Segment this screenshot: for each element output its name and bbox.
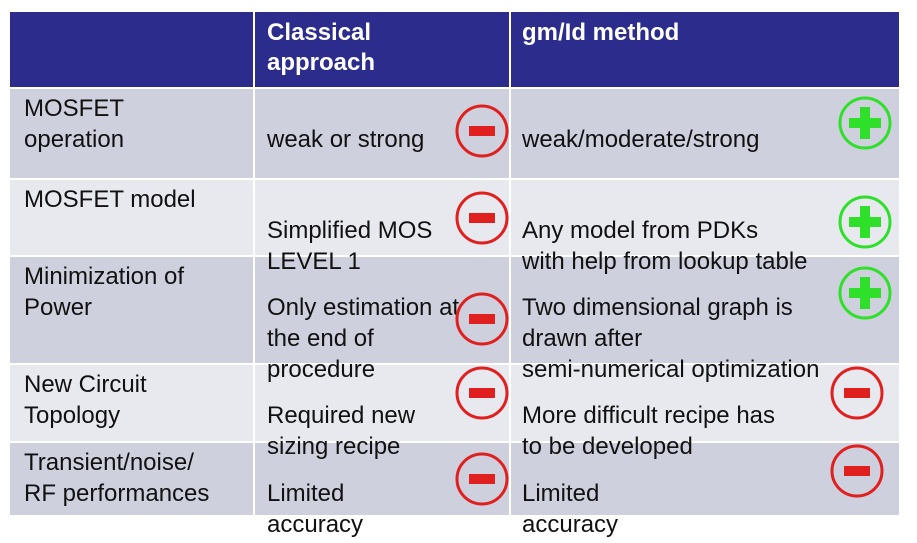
gmid-cell: Any model from PDKs with help from looku… [511, 180, 899, 275]
row-label: Transient/noise/ RF performances [10, 443, 255, 515]
classical-cell: Simplified MOS LEVEL 1 [255, 180, 511, 275]
plus-icon [837, 194, 893, 250]
gmid-cell: More difficult recipe has to be develope… [511, 365, 899, 460]
classical-text: Required new sizing recipe [267, 402, 416, 460]
classical-text: Simplified MOS LEVEL 1 [267, 217, 433, 275]
minus-icon [829, 443, 885, 499]
table-row: Minimization of Power Only estimation at… [10, 257, 899, 383]
gmid-text: Any model from PDKs with help from looku… [522, 217, 808, 275]
header-cell-empty [10, 12, 255, 87]
table-row: New Circuit Topology Required new sizing… [10, 365, 899, 460]
minus-icon [454, 190, 510, 246]
minus-icon [454, 103, 510, 159]
row-label: Minimization of Power [10, 257, 255, 363]
classical-text: Only estimation at the end of procedure [267, 294, 460, 383]
minus-icon [454, 451, 510, 507]
minus-icon [454, 365, 510, 421]
classical-cell: Limited accuracy [255, 443, 511, 538]
plus-icon [837, 265, 893, 321]
table-row: MOSFET model Simplified MOS LEVEL 1 Any … [10, 180, 899, 275]
gmid-cell: weak/moderate/strong [511, 89, 899, 178]
header-classical: Classical approach [255, 12, 511, 87]
table-row: Transient/noise/ RF performances Limited… [10, 443, 899, 538]
header-row: Classical approach gm/Id method [10, 12, 899, 89]
minus-icon [829, 365, 885, 421]
gmid-text: Two dimensional graph is drawn after sem… [522, 294, 820, 383]
row-label: MOSFET model [10, 180, 255, 255]
comparison-table: Classical approach gm/Id method MOSFET o… [10, 12, 899, 538]
classical-cell: Required new sizing recipe [255, 365, 511, 460]
table-row: MOSFET operation weak or strong weak/mod… [10, 89, 899, 180]
classical-text: weak or strong [267, 126, 425, 153]
plus-icon [837, 95, 893, 151]
classical-text: Limited accuracy [267, 480, 364, 538]
gmid-text: Limited accuracy [522, 480, 619, 538]
minus-icon [454, 291, 510, 347]
gmid-text: weak/moderate/strong [522, 126, 760, 153]
header-gmid: gm/Id method [522, 19, 680, 46]
classical-cell: weak or strong [255, 89, 511, 178]
gmid-cell: Limited accuracy [511, 443, 899, 538]
row-label: New Circuit Topology [10, 365, 255, 441]
classical-cell: Only estimation at the end of procedure [255, 257, 511, 383]
row-label: MOSFET operation [10, 89, 255, 178]
gmid-text: More difficult recipe has to be develope… [522, 402, 776, 460]
gmid-cell: Two dimensional graph is drawn after sem… [511, 257, 899, 383]
